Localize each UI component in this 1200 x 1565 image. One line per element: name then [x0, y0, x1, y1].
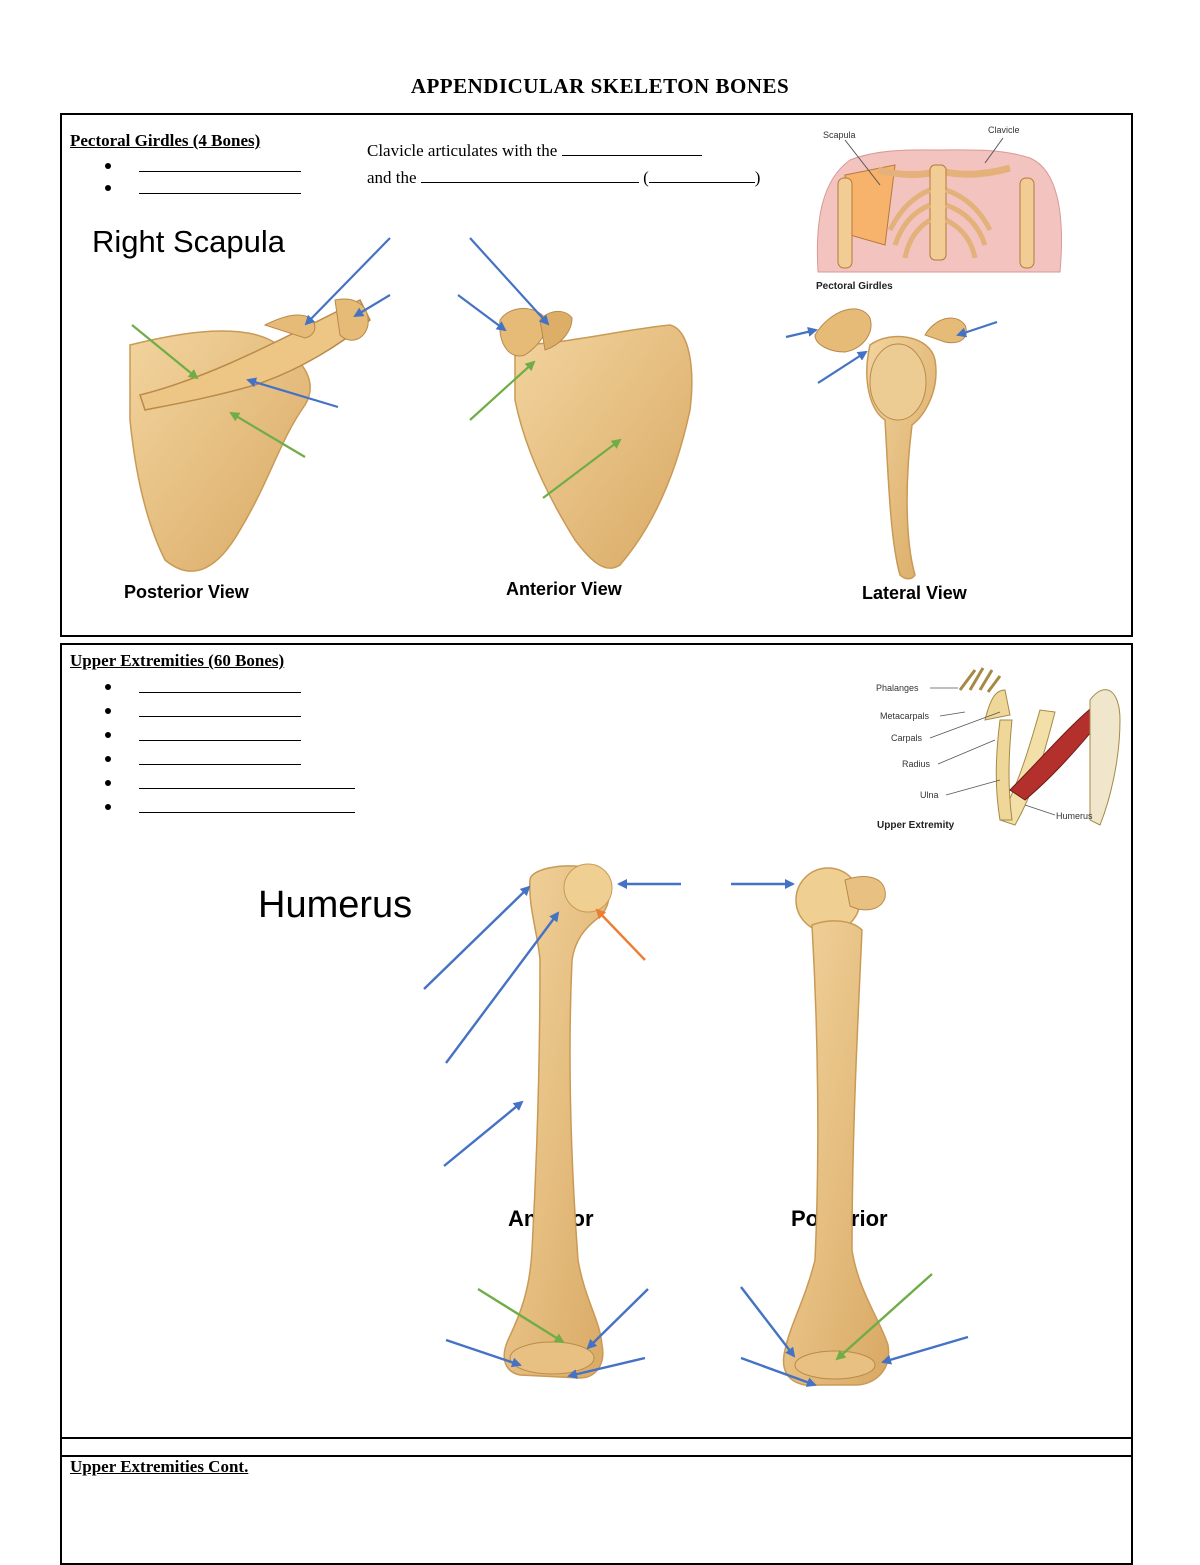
- inset-caption: Pectoral Girdles: [816, 281, 893, 292]
- list-item: [105, 177, 325, 201]
- inset-humerus-label: Humerus: [1056, 811, 1093, 821]
- answer-blank[interactable]: [139, 692, 301, 693]
- pectoral-girdle-inset: Scapula Clavicle Pectoral Girdles: [816, 125, 1062, 292]
- arrow: [457, 294, 507, 332]
- arrow: [835, 1273, 933, 1361]
- arrow: [477, 1287, 565, 1344]
- arrow: [567, 1356, 646, 1380]
- list-item: [105, 796, 375, 820]
- upper-cont-separator: [60, 1437, 1133, 1457]
- answer-blank[interactable]: [561, 141, 702, 156]
- inset-radius-label: Radius: [902, 759, 931, 769]
- lateral-scapula-image: [814, 308, 967, 580]
- bullet: [105, 756, 111, 762]
- inset-phalanges-label: Phalanges: [876, 683, 919, 693]
- arrow: [443, 1100, 524, 1167]
- answer-blank[interactable]: [139, 740, 301, 741]
- clavicle-line2: and the: [367, 168, 417, 187]
- arrow: [785, 326, 818, 339]
- bullet: [105, 804, 111, 810]
- paren-open: (: [643, 168, 649, 187]
- pectoral-section: [60, 113, 1133, 637]
- arrow: [445, 1338, 522, 1368]
- arrow: [304, 237, 391, 326]
- list-item: [105, 700, 375, 724]
- list-item: [105, 676, 375, 700]
- answer-blank[interactable]: [420, 168, 639, 183]
- answer-blank[interactable]: [139, 716, 301, 717]
- arrow: [469, 360, 536, 421]
- answer-blank[interactable]: [139, 788, 355, 789]
- list-item: [105, 772, 375, 796]
- arrow: [469, 237, 550, 326]
- list-item: [105, 748, 375, 772]
- bullet: [105, 780, 111, 786]
- scapula-arrows: [131, 237, 998, 499]
- bullet: [105, 708, 111, 714]
- anterior-scapula-image: [499, 308, 693, 569]
- arrow: [817, 350, 868, 384]
- inset-clavicle-label: Clavicle: [988, 125, 1020, 135]
- anterior-humerus-image: [503, 863, 613, 1379]
- humerus-title: Humerus: [258, 884, 413, 926]
- anterior-view-label: Anterior View: [506, 579, 622, 599]
- arrow: [246, 377, 339, 409]
- arrow: [423, 885, 531, 990]
- humerus-arrows: [423, 879, 969, 1387]
- list-item: [105, 155, 325, 179]
- bullet: [105, 163, 111, 169]
- posterior-humerus-image: [782, 867, 890, 1386]
- arrow: [131, 324, 199, 380]
- lateral-view-label: Lateral View: [862, 583, 967, 603]
- upper-heading: Upper Extremities (60 Bones): [70, 651, 285, 670]
- inset-metacarpals-label: Metacarpals: [880, 711, 930, 721]
- inset-carpals-label: Carpals: [891, 733, 923, 743]
- inset-ulna-label: Ulna: [920, 790, 939, 800]
- inset-caption: Upper Extremity: [877, 820, 955, 831]
- answer-blank[interactable]: [139, 193, 301, 194]
- posterior-view-label: Posterior View: [124, 582, 249, 602]
- scapula-title: Right Scapula: [92, 224, 286, 259]
- bullet: [105, 732, 111, 738]
- arrow: [353, 294, 391, 318]
- paren-close: ): [754, 168, 761, 187]
- arrow: [740, 1286, 796, 1358]
- answer-blank[interactable]: [139, 812, 355, 813]
- arrow: [229, 411, 306, 458]
- list-item: [105, 724, 375, 748]
- clavicle-line1: Clavicle articulates with the: [367, 141, 558, 160]
- arrow: [586, 1288, 649, 1350]
- upper-extremity-inset: Phalanges Metacarpals Carpals Radius Uln…: [876, 667, 1121, 831]
- arrow: [881, 1335, 969, 1365]
- bullet: [105, 185, 111, 191]
- answer-blank[interactable]: [648, 168, 755, 183]
- upper-blank-list: [105, 676, 375, 820]
- posterior-scapula-image: [129, 298, 371, 572]
- bullet: [105, 684, 111, 690]
- arrow: [740, 1356, 817, 1387]
- answer-blank[interactable]: [139, 171, 301, 172]
- arrow: [445, 911, 560, 1064]
- clavicle-question: Clavicle articulates with the and the (): [367, 137, 760, 191]
- arrow: [542, 438, 622, 499]
- answer-blank[interactable]: [139, 764, 301, 765]
- pectoral-heading: Pectoral Girdles (4 Bones): [70, 131, 261, 150]
- arrow: [595, 908, 646, 961]
- pectoral-blank-list: [105, 155, 325, 201]
- page-title: APPENDICULAR SKELETON BONES: [410, 74, 790, 98]
- arrow: [956, 320, 998, 338]
- inset-scapula-label: Scapula: [823, 130, 856, 140]
- upper-cont-heading: Upper Extremities Cont.: [70, 1457, 249, 1476]
